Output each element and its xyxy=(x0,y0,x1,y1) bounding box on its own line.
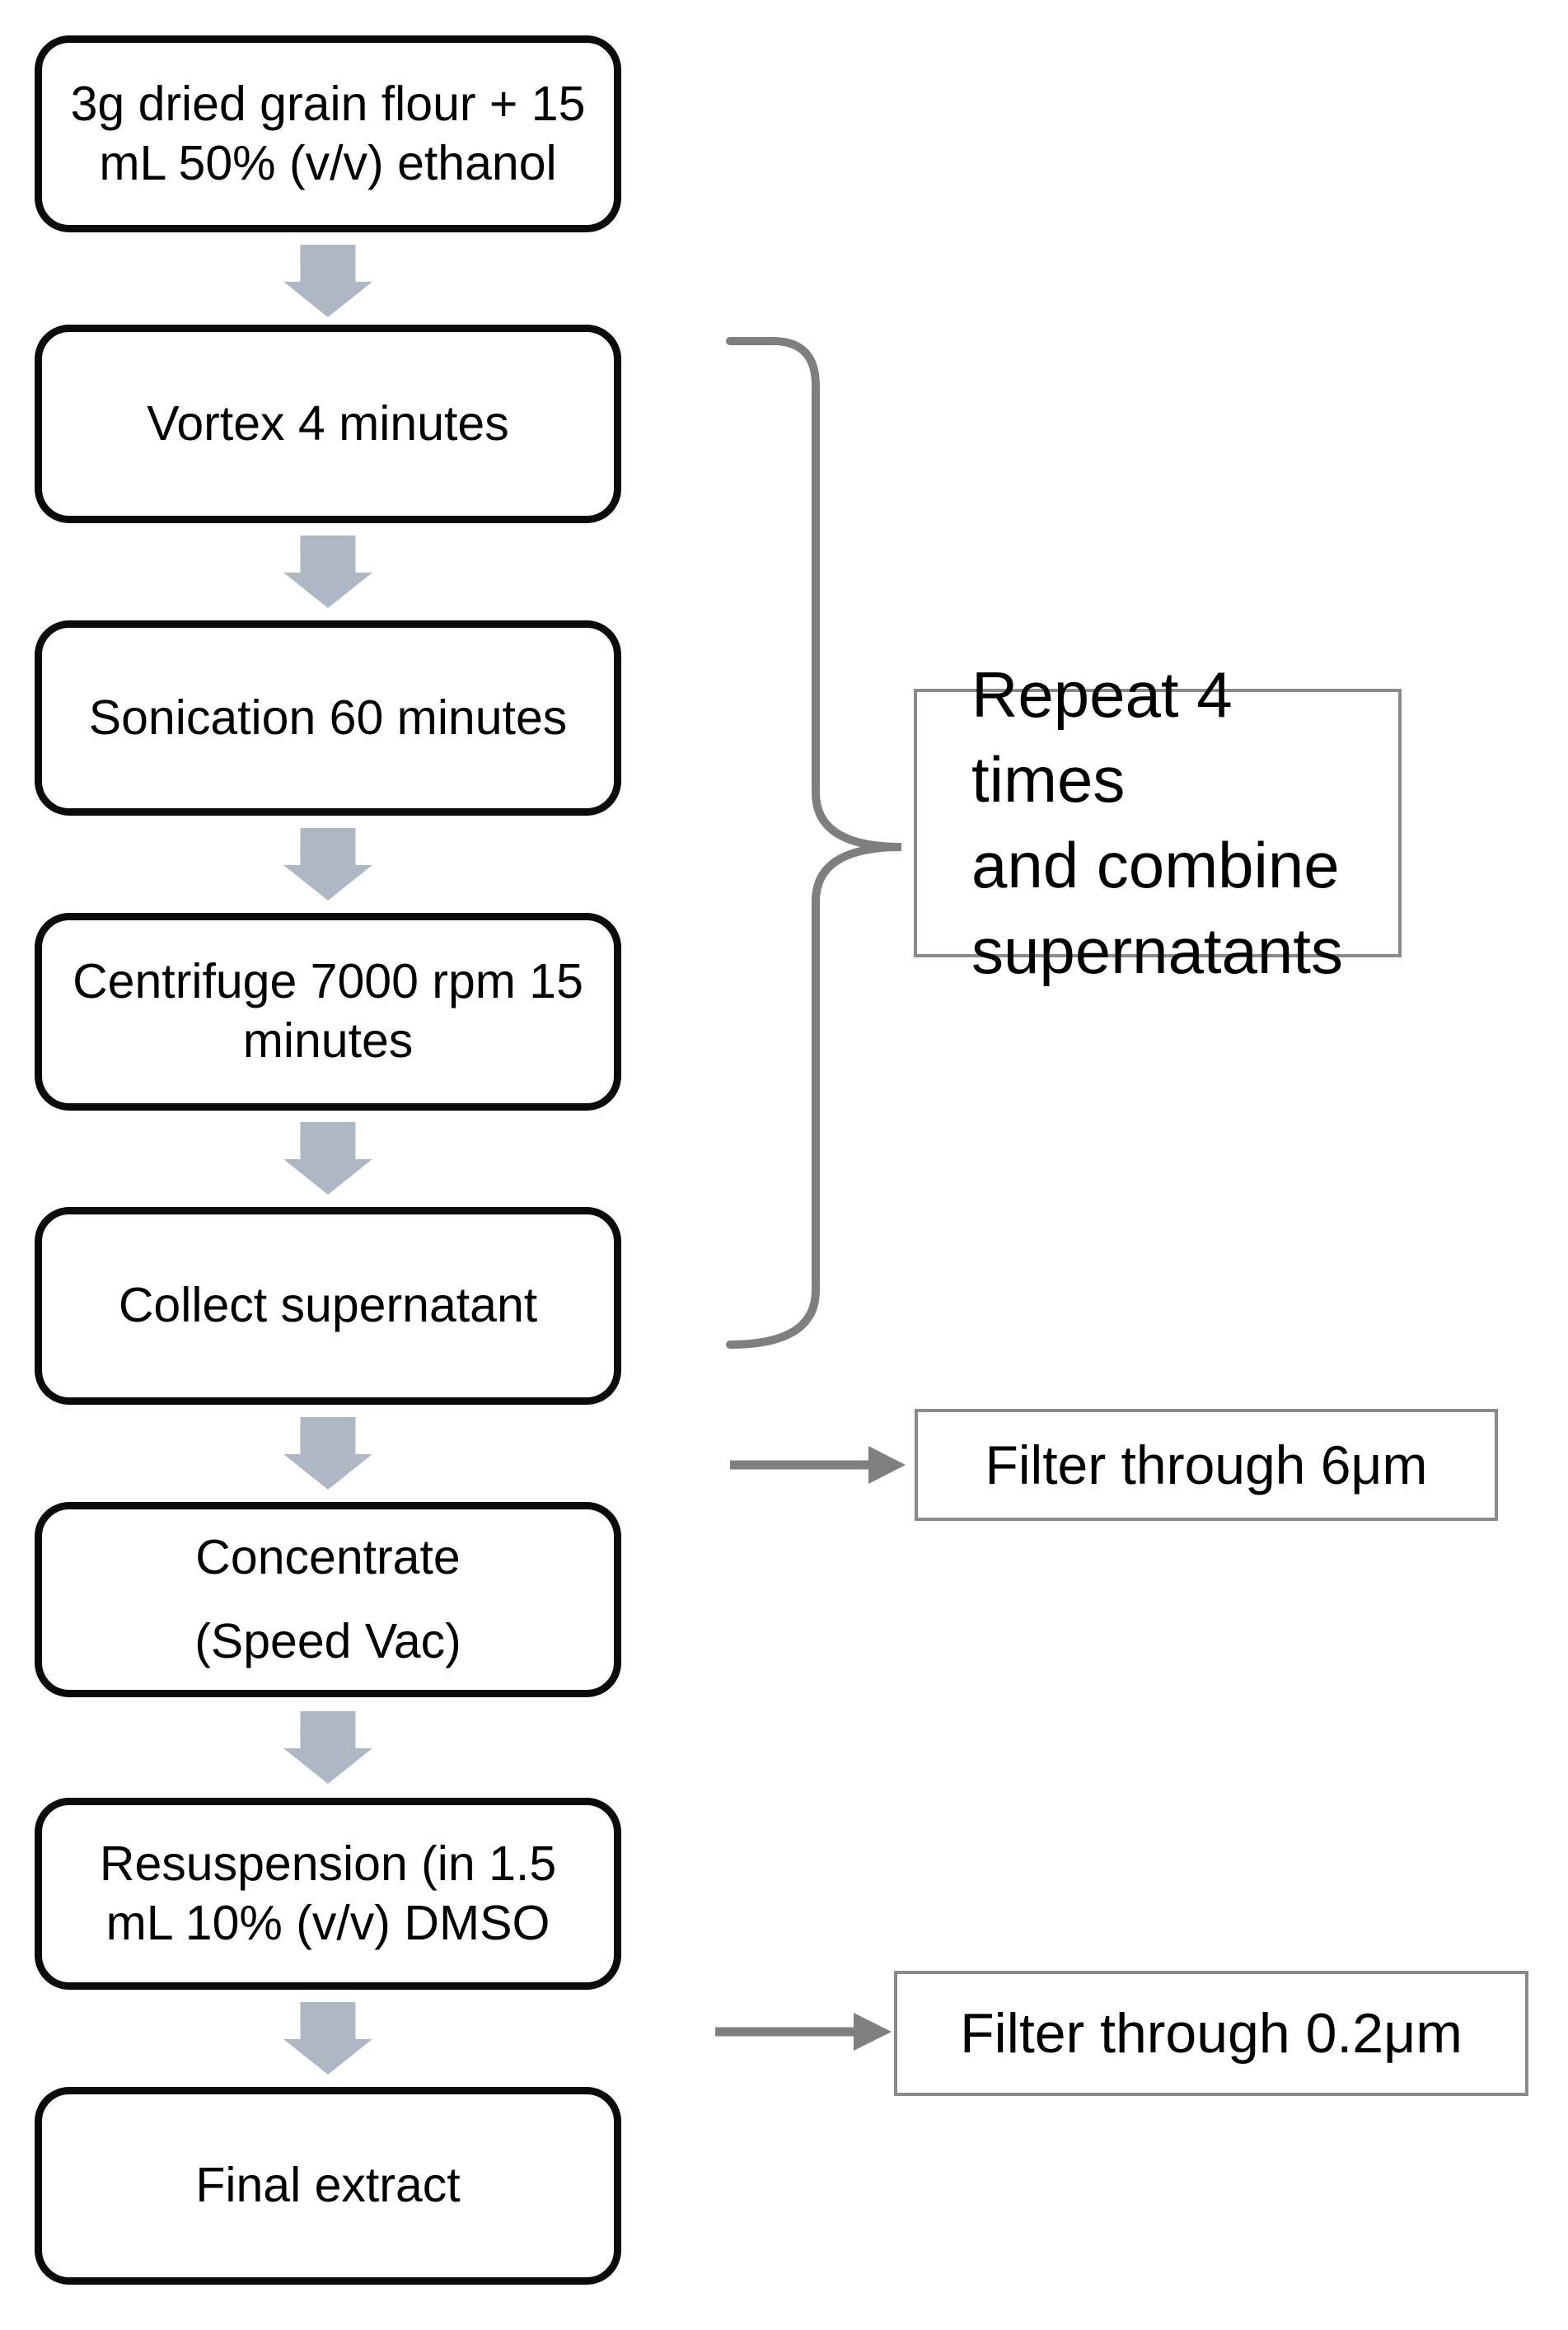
step-collect-supernatant: Collect supernatant xyxy=(35,1207,621,1405)
down-arrow-icon xyxy=(283,2002,372,2075)
step-final-extract: Final extract xyxy=(35,2087,621,2285)
repeat-note: Repeat 4 times and combine supernatants xyxy=(914,658,1402,987)
step-vortex: Vortex 4 minutes xyxy=(35,325,621,523)
repeat-brace xyxy=(726,337,902,1349)
step-flour-ethanol: 3g dried grain flour + 15 mL 50% (v/v) e… xyxy=(35,35,621,232)
down-arrow-icon xyxy=(283,245,372,317)
down-arrow-icon xyxy=(283,536,372,608)
down-arrow-icon xyxy=(283,1417,372,1490)
filter-6um-arrow-icon xyxy=(730,1446,906,1484)
step-concentrate: Concentrate (Speed Vac) xyxy=(35,1502,621,1697)
step-sonication: Sonication 60 minutes xyxy=(35,620,621,816)
filter-02um-arrow-icon xyxy=(715,2013,892,2051)
step-centrifuge: Centrifuge 7000 rpm 15 minutes xyxy=(35,913,621,1111)
filter-6um-note: Filter through 6μm xyxy=(915,1409,1498,1521)
step-resuspension: Resuspension (in 1.5 mL 10% (v/v) DMSO xyxy=(35,1798,621,1990)
down-arrow-icon xyxy=(283,1122,372,1195)
filter-02um-note: Filter through 0.2μm xyxy=(894,1971,1528,2096)
down-arrow-icon xyxy=(283,1711,372,1784)
down-arrow-icon xyxy=(283,828,372,901)
